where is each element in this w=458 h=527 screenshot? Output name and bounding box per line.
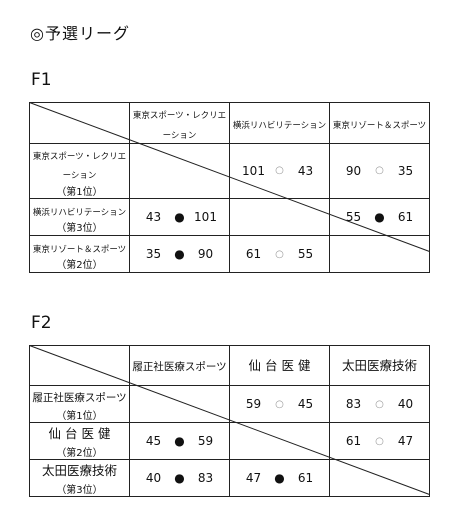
page-title: ◎予選リーグ xyxy=(30,24,130,43)
self-cell xyxy=(329,235,430,273)
score-against: 35 xyxy=(397,163,414,178)
header-team-name: 履正社医療スポーツ xyxy=(132,361,227,374)
league-table-f2: 履正社医療スポーツ 仙 台 医 健 太田医療技術 履正社医療スポーツ （第1位） … xyxy=(29,345,430,497)
row-team-name: 東京スポーツ・レクリエーション xyxy=(32,151,127,182)
score-for: 61 xyxy=(345,434,362,448)
win-mark: ○ xyxy=(375,165,384,177)
score-cell: 47 ● 61 xyxy=(229,459,330,497)
row-rank: （第1位） xyxy=(56,187,103,198)
corner-cell xyxy=(29,345,130,386)
score-against: 43 xyxy=(297,163,314,178)
win-mark: ○ xyxy=(375,398,384,410)
league-table-f1: 東京スポーツ・レクリエーション 横浜リハビリテーション 東京リゾート＆スポーツ … xyxy=(29,102,430,273)
row-rank: （第2位） xyxy=(56,260,103,272)
row-rank: （第3位） xyxy=(56,484,103,496)
score-cell: 61 ○ 47 xyxy=(329,422,430,460)
self-cell xyxy=(229,422,330,460)
score-for: 35 xyxy=(145,247,162,261)
self-cell xyxy=(229,198,330,236)
row-rank: （第2位） xyxy=(56,447,103,459)
row-team-name: 仙 台 医 健 xyxy=(48,426,111,442)
score-cell: 45 ● 59 xyxy=(129,422,230,460)
win-mark: ○ xyxy=(275,165,284,177)
score-for: 61 xyxy=(245,247,262,261)
loss-mark: ● xyxy=(174,210,185,224)
loss-mark: ● xyxy=(174,247,185,261)
league-label-f1: F1 xyxy=(31,70,52,90)
score-against: 59 xyxy=(197,434,214,448)
row-team: 太田医療技術 （第3位） xyxy=(29,459,130,497)
row-team-name: 履正社医療スポーツ xyxy=(32,392,127,405)
table-row: 横浜リハビリテーション （第3位） 43 ● 101 55 ● 61 xyxy=(29,198,430,236)
win-mark: ○ xyxy=(275,248,284,260)
score-against: 61 xyxy=(397,210,414,224)
row-team-name: 横浜リハビリテーション xyxy=(32,207,127,218)
row-team: 東京スポーツ・レクリエーション （第1位） xyxy=(29,142,130,199)
loss-mark: ● xyxy=(174,471,185,485)
header-team-name: 横浜リハビリテーション xyxy=(232,120,327,131)
row-team-name: 太田医療技術 xyxy=(41,463,117,479)
header-team: 履正社医療スポーツ xyxy=(129,345,230,386)
header-team-name: 東京リゾート＆スポーツ xyxy=(332,120,427,131)
row-team: 仙 台 医 健 （第2位） xyxy=(29,422,130,460)
score-cell: 43 ● 101 xyxy=(129,198,230,236)
row-rank: （第1位） xyxy=(56,410,103,422)
score-against: 90 xyxy=(197,247,214,261)
win-mark: ○ xyxy=(275,398,284,410)
header-team: 東京リゾート＆スポーツ xyxy=(329,102,430,144)
score-against: 47 xyxy=(397,434,414,448)
loss-mark: ● xyxy=(374,210,385,224)
self-cell xyxy=(129,142,230,199)
score-cell: 90 ○ 35 xyxy=(329,142,430,199)
score-against: 40 xyxy=(397,397,414,411)
score-for: 45 xyxy=(145,434,162,448)
row-rank: （第3位） xyxy=(56,223,103,235)
score-for: 47 xyxy=(245,471,262,485)
loss-mark: ● xyxy=(274,471,285,485)
score-cell: 83 ○ 40 xyxy=(329,385,430,423)
table-row: 太田医療技術 （第3位） 40 ● 83 47 ● 61 xyxy=(29,459,430,497)
loss-mark: ● xyxy=(174,434,185,448)
row-team: 東京リゾート＆スポーツ （第2位） xyxy=(29,235,130,273)
score-cell: 55 ● 61 xyxy=(329,198,430,236)
score-against: 61 xyxy=(297,471,314,485)
header-team-name: 仙 台 医 健 xyxy=(248,358,311,374)
score-against: 83 xyxy=(197,471,214,485)
score-against: 55 xyxy=(297,247,314,261)
self-cell xyxy=(129,385,230,423)
score-cell: 40 ● 83 xyxy=(129,459,230,497)
score-for: 40 xyxy=(145,471,162,485)
score-for: 59 xyxy=(245,397,262,411)
league-label-f2: F2 xyxy=(31,313,52,333)
score-cell: 59 ○ 45 xyxy=(229,385,330,423)
corner-cell xyxy=(29,102,130,144)
score-cell: 35 ● 90 xyxy=(129,235,230,273)
score-for: 43 xyxy=(145,210,162,224)
score-for: 55 xyxy=(345,210,362,224)
score-for: 101 xyxy=(242,163,265,178)
header-team: 東京スポーツ・レクリエーション xyxy=(129,102,230,144)
row-team-name: 東京リゾート＆スポーツ xyxy=(32,244,127,255)
table-row: 東京スポーツ・レクリエーション （第1位） 101 ○ 43 90 ○ 35 xyxy=(29,142,430,199)
table-row: 東京リゾート＆スポーツ （第2位） 35 ● 90 61 ○ 55 xyxy=(29,235,430,273)
header-team: 太田医療技術 xyxy=(329,345,430,386)
table-row: 仙 台 医 健 （第2位） 45 ● 59 61 ○ 47 xyxy=(29,422,430,460)
win-mark: ○ xyxy=(375,435,384,447)
score-cell: 61 ○ 55 xyxy=(229,235,330,273)
header-team: 横浜リハビリテーション xyxy=(229,102,330,144)
score-against: 45 xyxy=(297,397,314,411)
table-row: 履正社医療スポーツ （第1位） 59 ○ 45 83 ○ 40 xyxy=(29,385,430,423)
header-team-name: 太田医療技術 xyxy=(341,358,417,374)
score-against: 101 xyxy=(194,210,217,224)
header-team-name: 東京スポーツ・レクリエーション xyxy=(132,111,227,141)
header-team: 仙 台 医 健 xyxy=(229,345,330,386)
score-for: 90 xyxy=(345,163,362,178)
self-cell xyxy=(329,459,430,497)
score-cell: 101 ○ 43 xyxy=(229,142,330,199)
score-for: 83 xyxy=(345,397,362,411)
row-team: 履正社医療スポーツ （第1位） xyxy=(29,385,130,423)
row-team: 横浜リハビリテーション （第3位） xyxy=(29,198,130,236)
